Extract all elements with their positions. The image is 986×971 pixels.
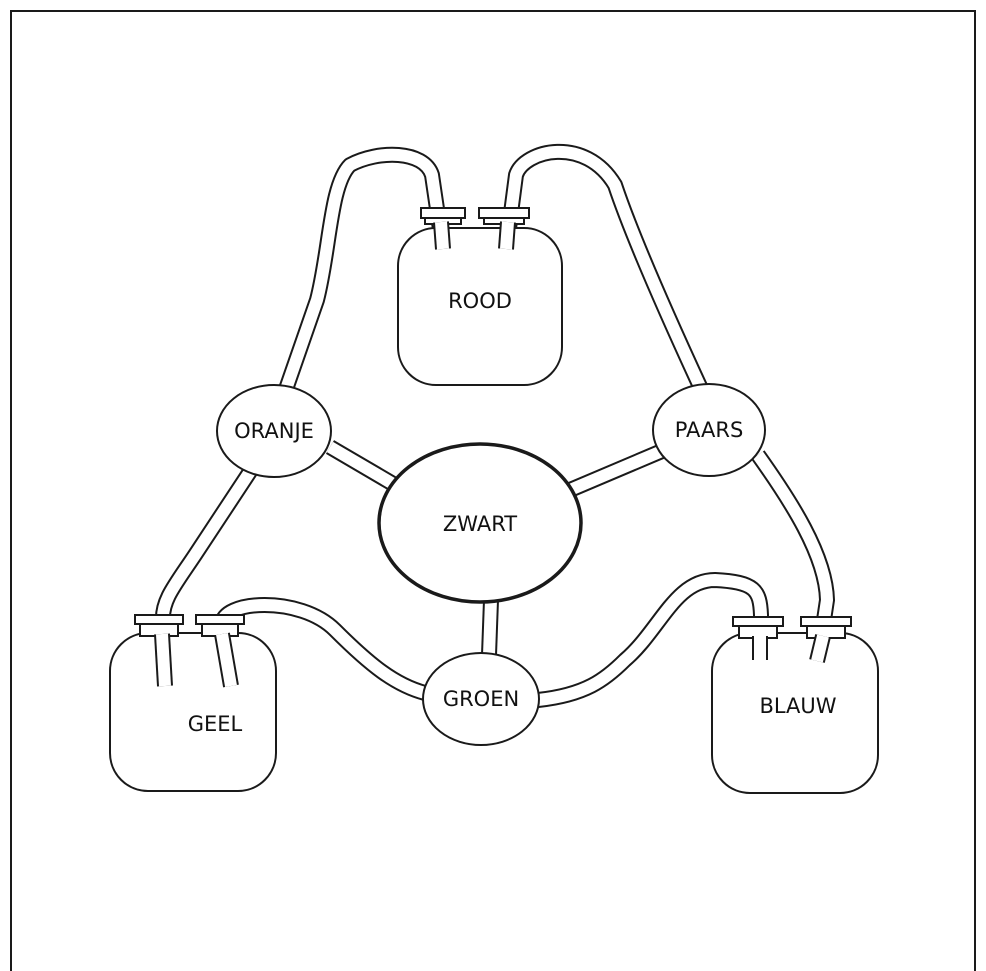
label-geel: GEEL <box>188 712 243 736</box>
label-rood: ROOD <box>448 289 512 313</box>
frame-border <box>10 10 976 971</box>
tube-geel-groen <box>214 597 428 701</box>
node-zwart: ZWART <box>377 442 583 604</box>
container-geel: GEEL <box>109 614 277 792</box>
label-groen: GROEN <box>443 687 519 711</box>
cap-blauw-right <box>800 616 852 627</box>
tube-rood-paars <box>500 143 711 397</box>
container-rood: ROOD <box>397 207 563 386</box>
cap-rood-right <box>478 207 530 219</box>
node-paars: PAARS <box>652 383 766 477</box>
cap-rood-left <box>420 207 466 219</box>
cap-geel-right <box>195 614 245 625</box>
tube-paars-blauw <box>751 450 835 662</box>
container-blauw: BLAUW <box>711 616 879 794</box>
cap-geel-left <box>134 614 184 625</box>
tube-oranje-zwart <box>325 440 405 495</box>
label-blauw: BLAUW <box>759 694 836 718</box>
label-zwart: ZWART <box>443 512 517 536</box>
node-groen: GROEN <box>422 652 540 746</box>
tube-rood-oranje <box>268 146 449 421</box>
tube-groen-blauw <box>537 572 769 708</box>
cap-blauw-left <box>732 616 784 627</box>
tube-stubs <box>154 221 831 688</box>
label-paars: PAARS <box>675 418 744 442</box>
tube-zwart-groen <box>481 599 499 656</box>
node-oranje: ORANJE <box>216 384 332 478</box>
tube-paars-zwart <box>566 443 666 498</box>
label-oranje: ORANJE <box>234 419 314 443</box>
